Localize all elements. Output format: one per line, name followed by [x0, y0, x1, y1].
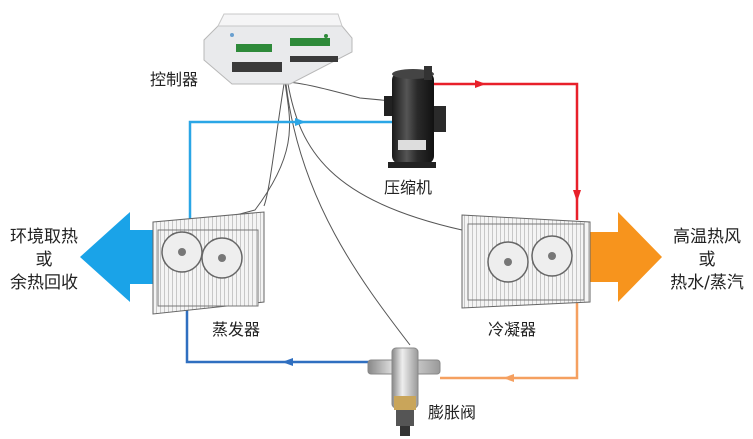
right-side-line2: 或 [698, 250, 716, 270]
right-heat-arrow [575, 212, 662, 302]
pipe-return [185, 305, 370, 364]
evaporator [152, 211, 265, 315]
pipe-discharge-arrow [475, 80, 486, 88]
expansion-valve-label: 膨胀阀 [428, 403, 477, 422]
left-side-text: 环境取热 或 余热回收 [0, 226, 88, 295]
pipe-discharge [430, 82, 579, 220]
controller-label: 控制器 [150, 70, 199, 89]
evaporator-label: 蒸发器 [212, 320, 261, 339]
pipe-liquid-arrow [503, 374, 514, 382]
left-side-line2: 或 [35, 250, 53, 270]
pipe-suction [188, 120, 395, 232]
pipe-liquid [440, 300, 579, 380]
condenser [461, 214, 591, 309]
controller [203, 13, 353, 85]
right-side-line1: 高温热风 [673, 227, 741, 247]
left-side-line1: 环境取热 [10, 227, 78, 247]
pipe-suction-arrow [295, 118, 306, 126]
compressor [384, 66, 446, 168]
compressor-label: 压缩机 [384, 178, 433, 197]
control-wires [224, 81, 463, 346]
condenser-label: 冷凝器 [488, 320, 537, 339]
left-side-line3: 余热回收 [10, 273, 78, 293]
pipe-discharge-arrow-2 [573, 190, 581, 202]
expansion-valve [367, 347, 441, 436]
right-side-line3: 热水/蒸汽 [670, 273, 744, 293]
right-side-text: 高温热风 或 热水/蒸汽 [664, 226, 750, 295]
pipe-return-arrow [282, 358, 293, 366]
